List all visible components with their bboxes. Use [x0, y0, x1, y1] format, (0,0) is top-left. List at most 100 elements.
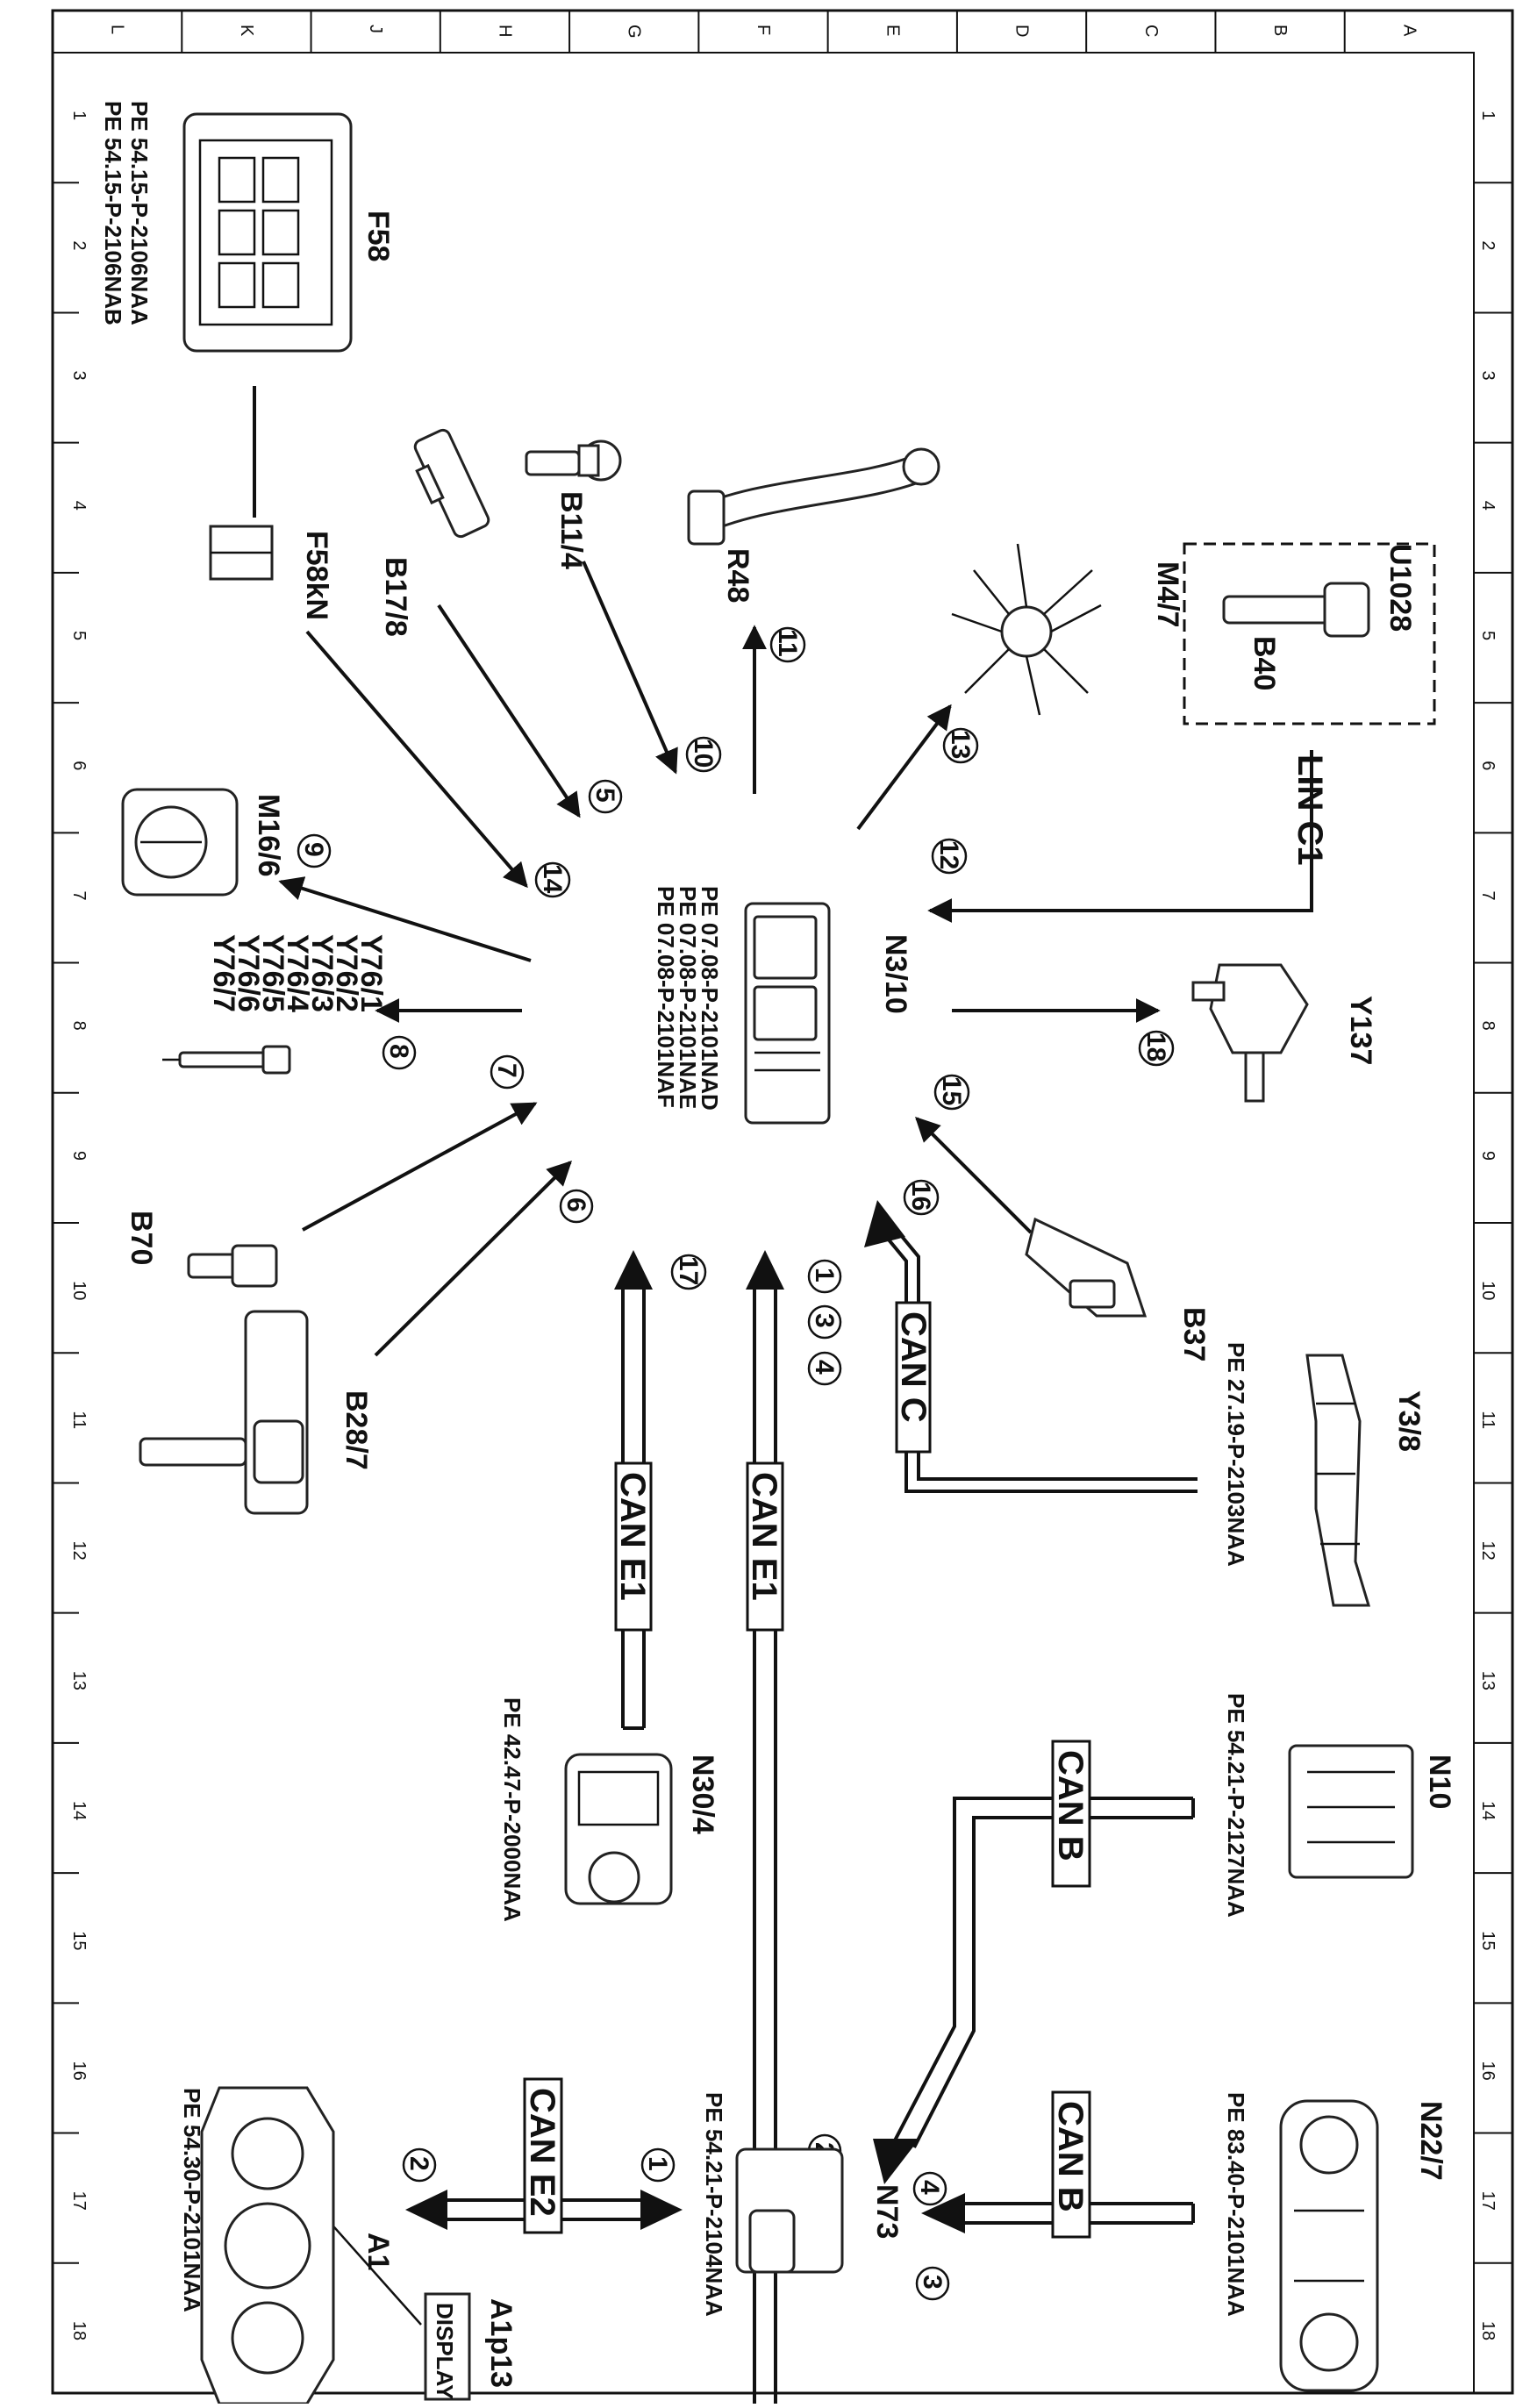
grid-number-11-right: 11 — [1478, 1411, 1498, 1429]
grid-number-16-left: 16 — [69, 2061, 89, 2080]
svg-text:Y76/4: Y76/4 — [281, 934, 314, 1012]
svg-text:1: 1 — [643, 2156, 672, 2171]
svg-text:9: 9 — [299, 842, 328, 857]
signal-15: 15 — [933, 1074, 970, 1111]
signal-10: 10 — [685, 736, 722, 773]
signal-4a: 4 — [807, 1351, 842, 1386]
can-e2-arrow-left — [405, 2190, 447, 2230]
arrow-14 — [305, 630, 528, 889]
svg-text:5: 5 — [590, 788, 619, 803]
grid-number-8-right: 8 — [1478, 1021, 1498, 1031]
can-e2-arrow-right — [640, 2190, 683, 2230]
grid-number-15-left: 15 — [69, 1931, 89, 1950]
svg-text:15: 15 — [937, 1076, 966, 1105]
label-r48: R48 — [721, 548, 754, 603]
can-b-n10-outline-a — [893, 1797, 1193, 2141]
grid-number-7-right: 7 — [1478, 890, 1498, 900]
svg-text:DISPLAY: DISPLAY — [432, 2303, 458, 2399]
label-y76-group: Y76/1 Y76/2 Y76/3 Y76/4 Y76/5 Y76/6 Y76/… — [207, 934, 388, 1012]
b17-8-sensor — [413, 428, 490, 539]
label-n10: N10 — [1423, 1754, 1456, 1809]
ref-f58-2: PE 54.15-P-2106NAB — [100, 101, 126, 325]
y3-8-module — [1305, 1354, 1371, 1607]
bus-label-can-e1-left: CAN E1 — [613, 1461, 653, 1632]
signal-16: 16 — [903, 1179, 940, 1216]
svg-text:CAN C: CAN C — [894, 1311, 933, 1423]
label-a1p13: A1p13 — [484, 2298, 518, 2388]
label-b17-8: B17/8 — [379, 557, 412, 637]
a1-cluster — [200, 2086, 335, 2405]
y137-valve — [1191, 963, 1309, 1103]
arrow-12 — [927, 750, 1313, 923]
signal-13: 13 — [942, 727, 979, 764]
grid-number-11-left: 11 — [69, 1411, 89, 1429]
grid-number-8-left: 8 — [69, 1021, 89, 1031]
can-c-arrowhead — [864, 1200, 905, 1247]
grid-number-13-right: 13 — [1478, 1671, 1498, 1690]
signal-1a: 1 — [807, 1259, 842, 1294]
grid-number-18-left: 18 — [69, 2321, 89, 2340]
n22-7-panel — [1279, 2099, 1379, 2392]
arrow-13 — [856, 704, 952, 831]
svg-text:16: 16 — [906, 1182, 935, 1211]
grid-letter-L: L — [108, 25, 127, 34]
outer-frame — [51, 9, 1514, 2395]
can-e1-left-arrow — [614, 1250, 653, 1290]
svg-text:7: 7 — [492, 1063, 521, 1078]
grid-number-6-left: 6 — [69, 761, 89, 770]
grid-number-1-left: 1 — [69, 111, 89, 120]
label-m16-6: M16/6 — [252, 794, 285, 877]
svg-text:Y76/3: Y76/3 — [305, 934, 339, 1012]
b11-4-sensor — [525, 439, 622, 482]
label-b11-4: B11/4 — [554, 491, 588, 569]
f58kn-relay — [209, 525, 274, 581]
grid-number-2-left: 2 — [69, 240, 89, 250]
label-y137: Y137 — [1344, 996, 1377, 1065]
arrow-7 — [302, 1102, 538, 1232]
svg-text:13: 13 — [946, 730, 975, 759]
grid-number-7-left: 7 — [69, 890, 89, 900]
label-f58kn: F58kN — [300, 531, 333, 620]
svg-text:6: 6 — [561, 1197, 590, 1212]
arrow-10 — [582, 561, 678, 775]
m16-6-throttle — [121, 788, 239, 897]
arrow-9 — [278, 876, 532, 962]
label-u1028: U1028 — [1383, 544, 1417, 632]
bus-label-can-b-n22: CAN B — [1051, 2090, 1091, 2239]
ref-a1: PE 54.30-P-2101NAA — [179, 2088, 205, 2312]
signal-8: 8 — [382, 1035, 417, 1070]
svg-text:1: 1 — [810, 1268, 839, 1283]
grid-number-15-right: 15 — [1478, 1931, 1498, 1950]
grid-number-6-right: 6 — [1478, 761, 1498, 770]
svg-text:8: 8 — [384, 1044, 413, 1059]
bus-label-can-e2: CAN E2 — [523, 2077, 563, 2234]
signal-3b: 3 — [915, 2266, 950, 2301]
grid-letter-E: E — [883, 25, 902, 36]
svg-text:11: 11 — [773, 629, 802, 657]
grid-number-17-right: 17 — [1478, 2191, 1498, 2211]
arrow-5 — [437, 604, 581, 818]
grid-number-3-right: 3 — [1478, 371, 1498, 381]
grid-letter-G: G — [625, 25, 644, 39]
ref-n3-10-3: PE 07.08-P-2101NAF — [653, 886, 679, 1108]
svg-text:CAN E2: CAN E2 — [523, 2088, 561, 2217]
ref-n22-7: PE 83.40-P-2101NAA — [1223, 2092, 1249, 2317]
svg-text:10: 10 — [689, 739, 718, 768]
svg-text:Y76/7: Y76/7 — [207, 934, 240, 1012]
svg-text:3: 3 — [810, 1313, 839, 1328]
svg-text:LIN C1: LIN C1 — [1290, 754, 1329, 866]
label-b37: B37 — [1177, 1307, 1211, 1361]
grid-number-16-right: 16 — [1478, 2061, 1498, 2080]
n30-4-module — [564, 1753, 673, 1905]
bus-label-lin-c1: LIN C1 — [1290, 754, 1329, 866]
grid-number-10-left: 10 — [69, 1281, 89, 1300]
grid-number-4-right: 4 — [1478, 501, 1498, 511]
inner-frame — [52, 52, 1475, 2394]
grid-number-18-right: 18 — [1478, 2321, 1498, 2340]
grid-number-5-right: 5 — [1478, 631, 1498, 640]
signal-11: 11 — [769, 626, 806, 663]
n10-module — [1288, 1744, 1414, 1879]
signal-1b: 1 — [640, 2147, 676, 2183]
grid-number-13-left: 13 — [69, 1671, 89, 1690]
grid-letter-K: K — [237, 25, 256, 37]
